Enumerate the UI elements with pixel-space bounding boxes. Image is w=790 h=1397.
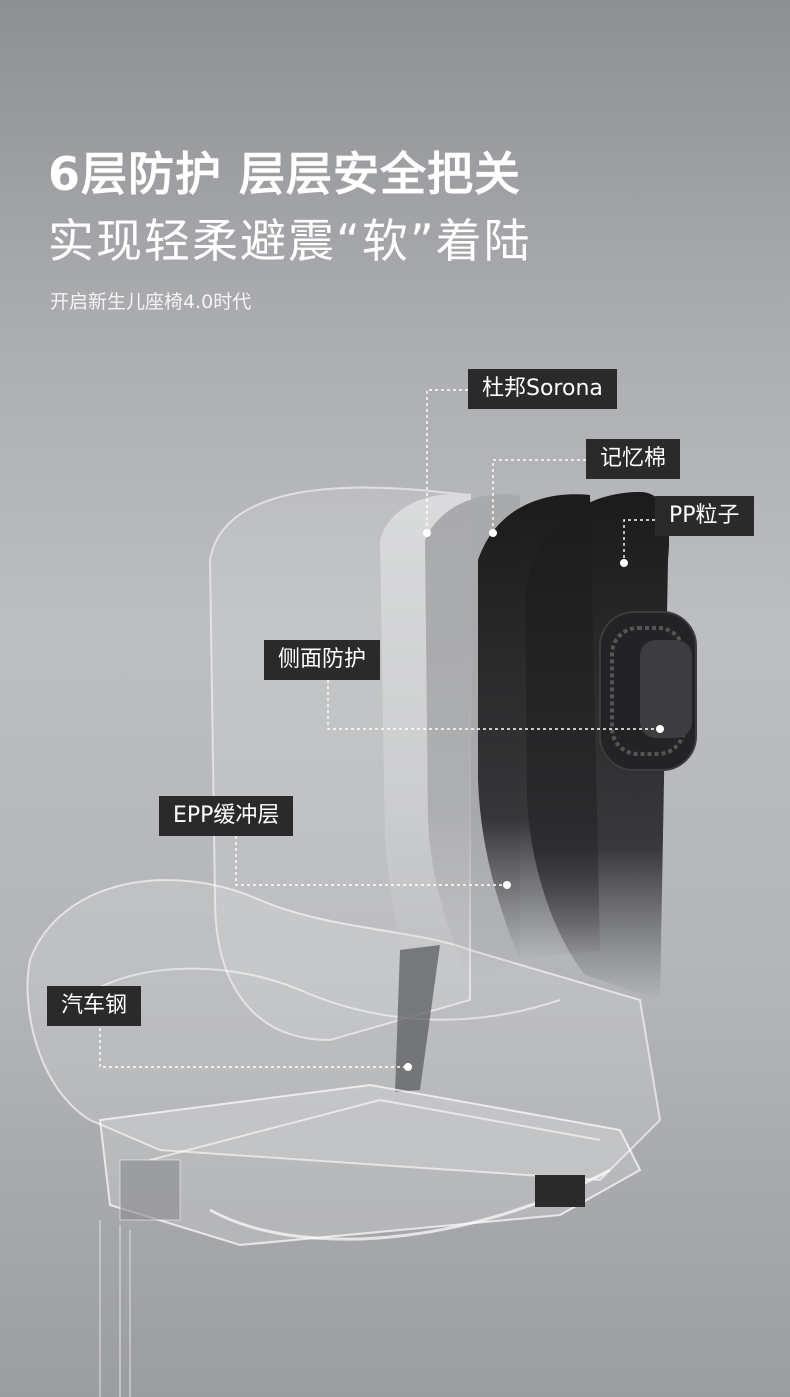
headline-subtitle: 实现轻柔避震“软”着陆 bbox=[48, 214, 532, 268]
callout-pp-particles: PP粒子 bbox=[655, 496, 754, 536]
callout-side-protection: 侧面防护 bbox=[264, 640, 381, 680]
callout-sorona: 杜邦Sorona bbox=[468, 369, 617, 409]
callout-memory-foam: 记忆棉 bbox=[586, 439, 681, 479]
callout-leaders bbox=[99, 389, 664, 1071]
callout-automotive-steel: 汽车钢 bbox=[47, 986, 142, 1026]
tagline: 开启新生儿座椅4.0时代 bbox=[50, 291, 252, 313]
callout-epp-buffer: EPP缓冲层 bbox=[159, 796, 294, 836]
side-impact-pod bbox=[599, 611, 697, 771]
headline-title: 6层防护 层层安全把关 bbox=[48, 147, 522, 201]
